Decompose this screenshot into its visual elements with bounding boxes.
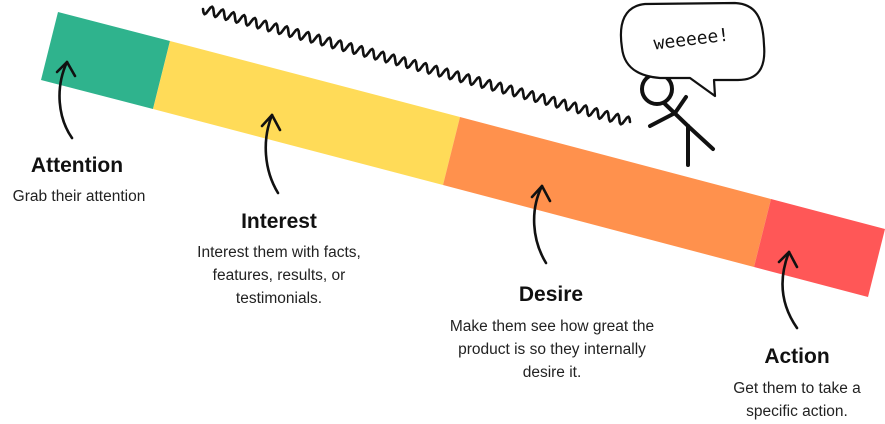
stage-description-attention: Grab their attention — [12, 188, 146, 205]
stage-description-desire: Make them see how great the product is s… — [449, 318, 655, 381]
stage-title-action: Action — [764, 345, 830, 368]
speech-bubble: weeeee! — [619, 1, 766, 98]
motion-squiggle-line — [201, 5, 632, 126]
bar-segment-attention — [41, 12, 170, 109]
stage-description-action: Get them to take a specific action. — [733, 380, 861, 420]
curved-arrow-up-icon — [260, 113, 282, 195]
curved-arrow-up-icon — [530, 184, 552, 265]
stage-title-attention: Attention — [30, 154, 124, 177]
stage-title-interest: Interest — [241, 210, 317, 233]
curved-arrow-up-icon — [55, 60, 77, 140]
bar-segment-desire — [443, 117, 771, 267]
stick-figure-icon — [640, 72, 715, 167]
bar-segment-interest — [153, 41, 460, 185]
stage-description-interest: Interest them with facts, features, resu… — [197, 244, 361, 307]
stage-title-desire: Desire — [518, 283, 584, 306]
bar-segment-action — [754, 199, 885, 297]
curved-arrow-up-icon — [777, 250, 799, 330]
